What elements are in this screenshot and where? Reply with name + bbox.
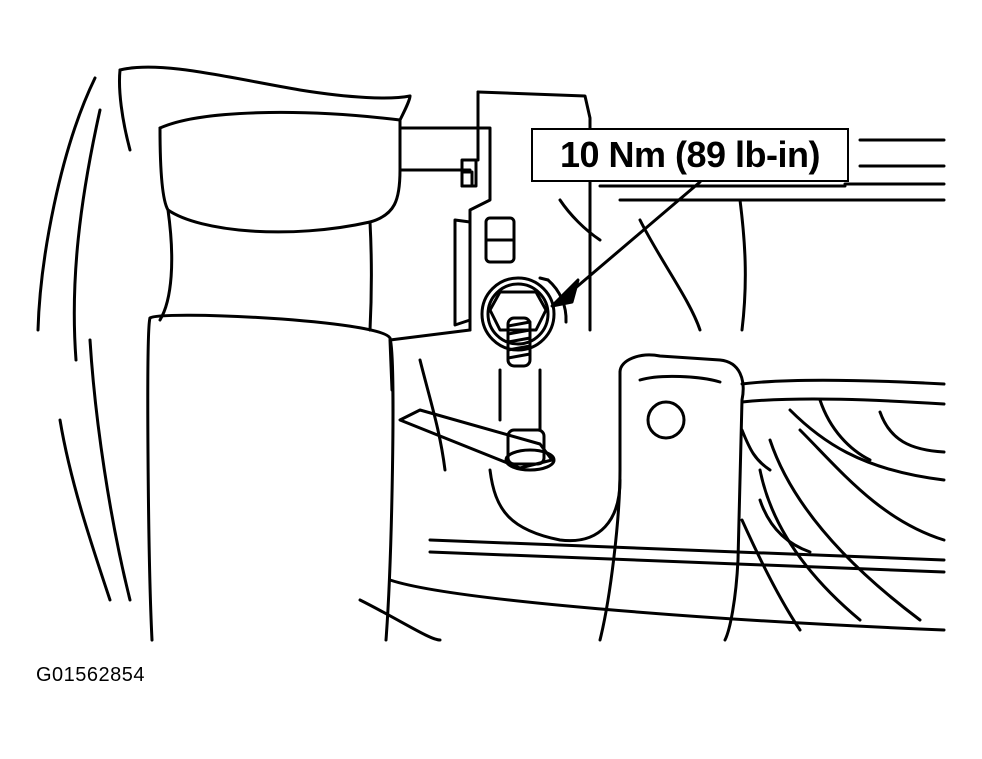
lower-center-bracket	[398, 358, 622, 543]
lower-left-bracket	[58, 313, 395, 642]
upper-bolt	[484, 216, 516, 264]
figure-id: G01562854	[36, 664, 146, 686]
mounting-plate	[388, 90, 602, 392]
torqued-fastener	[480, 276, 568, 368]
callout-arrow	[550, 180, 702, 308]
lower-frame	[358, 538, 946, 642]
strut-housing	[36, 65, 412, 362]
torque-callout: 10 Nm (89 lb-in)	[531, 128, 849, 182]
torque-label: 10 Nm (89 lb-in)	[559, 134, 821, 175]
link-bracket	[598, 353, 745, 642]
hose-bundle	[740, 378, 946, 632]
upper-frame-rails	[598, 138, 946, 332]
